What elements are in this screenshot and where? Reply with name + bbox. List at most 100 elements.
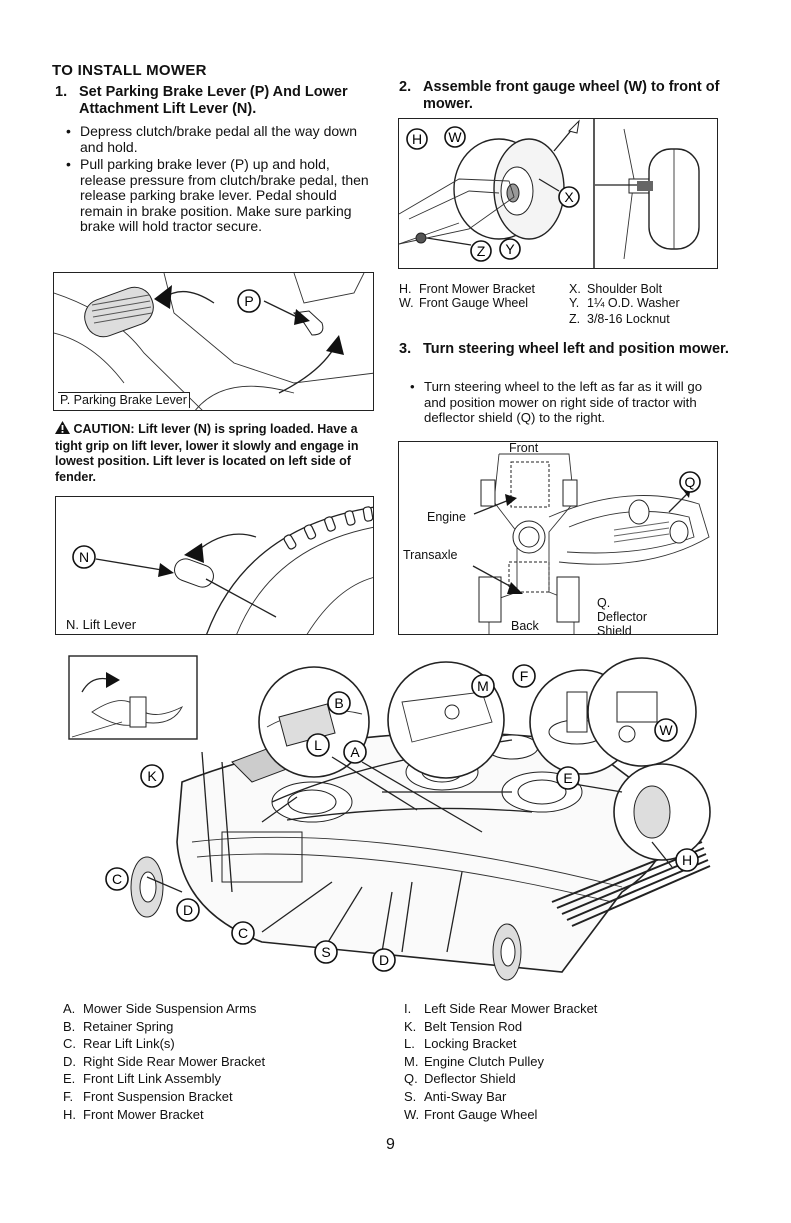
callout-h-main xyxy=(675,848,699,872)
legend-right: I.Left Side Rear Mower Bracket K.Belt Te… xyxy=(404,1000,724,1123)
callout-f xyxy=(512,664,536,688)
callout-n xyxy=(72,545,96,569)
callout-b-text: B xyxy=(334,695,343,711)
legend-z: Z.3/8-16 Locknut xyxy=(569,312,670,326)
callout-c-2 xyxy=(231,921,255,945)
legend-row-w: W.Front Gauge Wheel xyxy=(404,1106,538,1122)
step-3-title: Turn steering wheel left and position mo… xyxy=(423,341,729,357)
step-2: 2. Assemble front gauge wheel (W) to fro… xyxy=(399,79,739,113)
callout-z xyxy=(470,240,492,262)
callout-w xyxy=(444,126,466,148)
step-2-number: 2. xyxy=(399,79,412,95)
callout-p xyxy=(237,289,261,313)
callout-d-1-text: D xyxy=(183,902,193,918)
legend-row-h: H.Front Mower Bracket xyxy=(63,1106,204,1122)
tractor-top-illustration: Q xyxy=(472,453,710,634)
callout-d-2-text: D xyxy=(379,952,389,968)
label-deflector-shield: Q. Deflector Shield xyxy=(597,596,648,635)
legend-row-s: S.Anti-Sway Bar xyxy=(404,1088,507,1104)
step-1-title: Set Parking Brake Lever (P) And Lower At… xyxy=(79,84,348,117)
callout-q-text: Q xyxy=(685,474,696,490)
callout-z-text: Z xyxy=(477,243,486,259)
callout-c-1 xyxy=(105,867,129,891)
figure-parking-brake: P P. Parking Brake Lever xyxy=(53,272,374,411)
callout-k xyxy=(140,764,164,788)
caution-block: CAUTION: Lift lever (N) is spring loaded… xyxy=(55,421,375,485)
callout-y-text: Y xyxy=(505,241,515,257)
legend-w: W.Front Gauge Wheel xyxy=(399,296,529,310)
callout-h-main-text: H xyxy=(682,852,692,868)
legend-row-q: Q.Deflector Shield xyxy=(404,1071,516,1087)
callout-d-1 xyxy=(176,898,200,922)
callout-c-1-text: C xyxy=(112,871,122,887)
legend-left: A.Mower Side Suspension Arms B.Retainer … xyxy=(63,1000,383,1123)
callout-s xyxy=(314,940,338,964)
callout-n-text: N xyxy=(79,549,89,565)
callout-h-text: H xyxy=(412,131,422,147)
callout-l-text: L xyxy=(314,737,322,753)
callout-w-main xyxy=(654,718,678,742)
callout-m xyxy=(471,674,495,698)
bullet-3: Turn steering wheel to the left as far a… xyxy=(410,379,722,426)
gauge-wheel-illustration: H W X Z Y xyxy=(399,119,700,268)
figure-gauge-wheel: H W X Z Y xyxy=(398,118,718,269)
callout-x xyxy=(558,186,580,208)
legend-row-m: M.Engine Clutch Pulley xyxy=(404,1053,544,1069)
callout-w-text: W xyxy=(448,129,462,145)
figure-mower-deck: B M F W L A K E H C D C S D xyxy=(62,652,722,982)
caution-word: CAUTION: xyxy=(73,422,135,436)
callout-x-text: X xyxy=(564,189,574,205)
callout-d-2 xyxy=(372,948,396,972)
legend-row-a: A.Mower Side Suspension Arms xyxy=(63,1001,257,1016)
legend-row-c: C.Rear Lift Link(s) xyxy=(63,1036,175,1052)
step-3-number: 3. xyxy=(399,341,412,357)
legend-row-e: E.Front Lift Link Assembly xyxy=(63,1071,221,1087)
callout-a-text: A xyxy=(350,744,360,760)
callout-w-main-text: W xyxy=(659,722,673,738)
label-transaxle: Transaxle xyxy=(403,548,458,562)
label-engine: Engine xyxy=(427,510,466,524)
callout-a xyxy=(343,740,367,764)
legend-x: X.Shoulder Bolt xyxy=(569,282,663,296)
figure-lift-lever-label: N. Lift Lever xyxy=(66,617,137,632)
callout-k-text: K xyxy=(147,768,157,784)
caution-icon xyxy=(55,421,70,439)
legend-y: Y.1¼ O.D. Washer xyxy=(569,296,680,310)
section-heading: TO INSTALL MOWER xyxy=(52,62,207,79)
lift-lever-illustration: N xyxy=(72,506,373,634)
legend-row-k: K.Belt Tension Rod xyxy=(404,1018,523,1034)
label-back: Back xyxy=(511,619,539,633)
caution-text: Lift lever (N) is spring loaded. Have a … xyxy=(55,422,359,484)
callout-h xyxy=(406,128,428,150)
callout-b xyxy=(327,691,351,715)
bullet-1: Depress clutch/brake pedal all the way d… xyxy=(66,123,376,155)
legend-row-f: F.Front Suspension Bracket xyxy=(63,1088,233,1104)
mower-deck-illustration: B M F W L A K E H C D C S D xyxy=(68,655,711,981)
callout-s-text: S xyxy=(321,944,330,960)
callout-e xyxy=(556,766,580,790)
figure-lift-lever: N N. Lift Lever xyxy=(55,496,374,635)
figure-parking-brake-label: P. Parking Brake Lever xyxy=(58,392,190,408)
parking-brake-illustration: P xyxy=(54,273,373,410)
callout-c-2-text: C xyxy=(238,925,248,941)
legend-row-i: I.Left Side Rear Mower Bracket xyxy=(404,1001,598,1016)
bullet-2: Pull parking brake lever (P) up and hold… xyxy=(66,156,376,235)
callout-f-text: F xyxy=(520,668,529,684)
callout-e-text: E xyxy=(563,770,572,786)
legend-row-d: D.Right Side Rear Mower Bracket xyxy=(63,1053,266,1069)
callout-m-text: M xyxy=(477,678,489,694)
step-1: 1. Set Parking Brake Lever (P) And Lower… xyxy=(55,84,385,118)
step-2-title: Assemble front gauge wheel (W) to front … xyxy=(423,79,720,112)
legend-h: H.Front Mower Bracket xyxy=(399,282,536,296)
legend-row-l: L.Locking Bracket xyxy=(404,1036,517,1052)
callout-p-text: P xyxy=(244,293,253,309)
figure-tractor-top: Q Front Engine Transaxle Back Q. Deflect… xyxy=(398,441,718,635)
legend-row-b: B.Retainer Spring xyxy=(63,1018,174,1034)
step-1-number: 1. xyxy=(55,84,68,100)
page-number: 9 xyxy=(386,1136,395,1153)
label-front: Front xyxy=(509,441,539,455)
callout-l xyxy=(306,733,330,757)
callout-q xyxy=(679,471,701,493)
step-3: 3. Turn steering wheel left and position… xyxy=(399,341,739,358)
callout-y xyxy=(499,238,521,260)
